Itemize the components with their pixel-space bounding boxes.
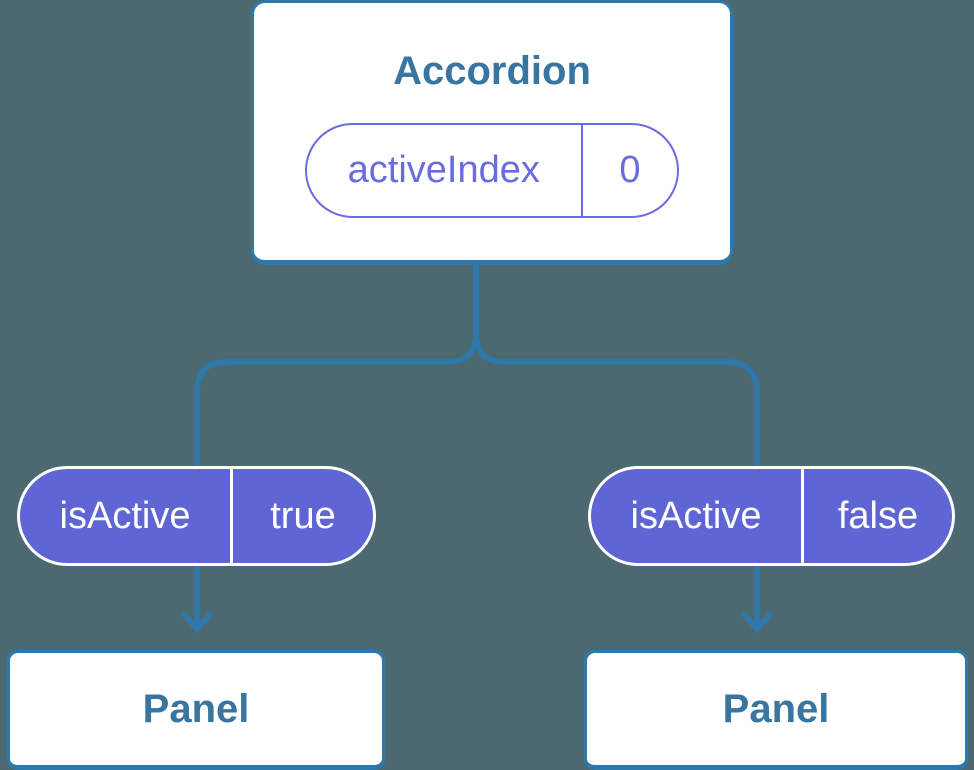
down-arrowhead-left-icon bbox=[180, 611, 214, 634]
accordion-title: Accordion bbox=[393, 49, 591, 93]
panel-title: Panel bbox=[142, 687, 250, 731]
prop-value-label: false bbox=[837, 494, 919, 537]
branch-line-right bbox=[473, 255, 760, 626]
panel-node-right: Panel bbox=[584, 650, 968, 770]
state-pill-divider bbox=[580, 125, 583, 216]
prop-name-label: isActive bbox=[630, 494, 762, 537]
down-arrowhead-right-icon bbox=[740, 611, 774, 634]
branch-line-left bbox=[194, 255, 479, 626]
prop-pill-divider bbox=[801, 469, 804, 563]
panel-node-left: Panel bbox=[7, 650, 385, 770]
panel-title: Panel bbox=[722, 687, 830, 731]
state-name-label: activeIndex bbox=[347, 149, 540, 191]
prop-name-label: isActive bbox=[59, 494, 191, 537]
accordion-node: Accordion activeIndex 0 bbox=[251, 0, 733, 265]
prop-pill-isactive-false: isActive false bbox=[588, 466, 955, 566]
prop-pill-divider bbox=[230, 469, 233, 563]
prop-value-label: true bbox=[270, 494, 336, 537]
prop-pill-isactive-true: isActive true bbox=[17, 466, 376, 566]
state-pill: activeIndex 0 bbox=[305, 123, 679, 218]
state-value-label: 0 bbox=[619, 149, 641, 191]
